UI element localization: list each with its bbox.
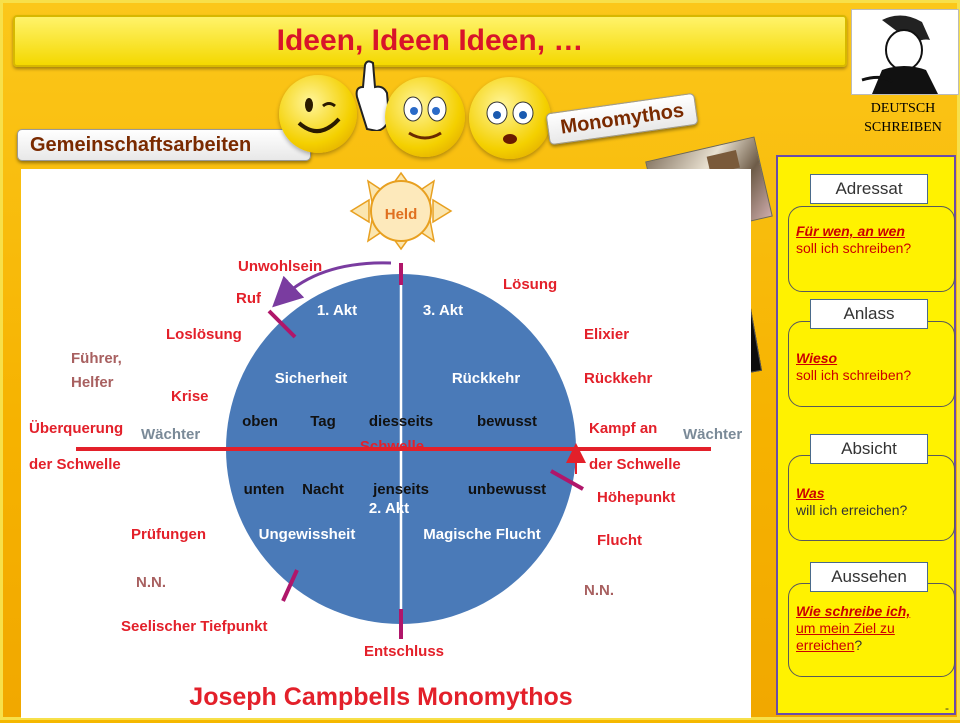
smiley-eyes-icon — [385, 77, 465, 157]
loesung-label: Lösung — [503, 276, 557, 293]
smiley-wink-icon — [279, 75, 357, 153]
oben-label: oben — [242, 413, 278, 430]
sicherheit-label: Sicherheit — [275, 370, 348, 387]
sun-icon — [349, 171, 453, 251]
marker-tiefpunkt — [281, 569, 299, 602]
question-absicht-line1: Was — [796, 485, 825, 501]
waechter-right-label: Wächter — [683, 426, 742, 443]
writer-portrait-image — [851, 9, 959, 95]
question-adressat-line2: soll ich schreiben? — [796, 240, 912, 256]
monomythos-label[interactable]: Monomythos — [545, 92, 699, 146]
smiley-confused-face-icon — [486, 101, 534, 144]
act-1-label: 1. Akt — [317, 302, 357, 319]
question-adressat-line1: Für wen, an wen — [796, 223, 905, 239]
entschluss-label: Entschluss — [364, 643, 444, 660]
nn-left-label: N.N. — [136, 574, 166, 591]
rueckkehr-label: Rückkehr — [584, 370, 653, 387]
writer-caricature-icon — [861, 15, 938, 94]
kampf-label: Kampf an — [589, 420, 657, 437]
question-anlass-line1: Wieso — [796, 350, 838, 366]
tag-absicht[interactable]: Absicht — [810, 434, 928, 464]
unwohlsein-label: Unwohlsein — [238, 258, 322, 275]
waechter-left-label: Wächter — [141, 426, 200, 443]
tag-adressat[interactable]: Adressat — [810, 174, 928, 204]
tag-label: Tag — [310, 413, 336, 430]
schwelle-left-label: der Schwelle — [29, 456, 121, 473]
tag-anlass[interactable]: Anlass — [810, 299, 928, 329]
monomyth-diagram: Held 1. Akt 3. Akt 2. Akt Sicherheit Rüc… — [21, 169, 751, 718]
diesseits-label: diesseits — [369, 413, 433, 430]
nacht-label: Nacht — [302, 481, 344, 498]
writing-questions-panel: Adressat Für wen, an wen soll ich schrei… — [776, 155, 956, 715]
question-aussehen: Wie schreibe ich, um mein Ziel zu erreic… — [796, 603, 956, 654]
ueberquerung-label: Überquerung — [29, 420, 123, 437]
question-aussehen-line1: Wie schreibe ich, — [796, 603, 911, 619]
magische-flucht-label: Magische Flucht — [423, 526, 541, 543]
marker-hoehepunkt — [550, 469, 584, 491]
smiley-confused-icon — [469, 77, 551, 159]
question-aussehen-line2: um mein Ziel zu — [796, 620, 895, 636]
card-absicht — [788, 455, 955, 541]
bewusst-label: bewusst — [477, 413, 537, 430]
card-aussehen — [788, 583, 955, 677]
smiley-face-icon — [297, 98, 341, 133]
question-aussehen-line3: erreichen — [796, 637, 855, 653]
jenseits-label: jenseits — [372, 481, 429, 498]
krise-label: Krise — [171, 388, 209, 405]
ruf-label: Ruf — [236, 290, 262, 307]
unbewusst-label: unbewusst — [468, 481, 546, 498]
question-anlass: Wieso soll ich schreiben? — [796, 350, 956, 384]
page-title: Ideen, Ideen Ideen, … — [276, 24, 584, 57]
smiley-eyes-face-icon — [403, 96, 447, 140]
footnote: - — [945, 701, 949, 715]
unten-label: unten — [244, 481, 285, 498]
nn-right-label: N.N. — [584, 582, 614, 599]
monomyth-svg: Held 1. Akt 3. Akt 2. Akt Sicherheit Rüc… — [29, 171, 742, 711]
brand-line2: SCHREIBEN — [864, 120, 942, 135]
question-aussehen-end: ? — [854, 637, 863, 653]
ruf-arrow — [272, 261, 392, 308]
schwelle-right-label: der Schwelle — [589, 456, 681, 473]
marker-ruf — [267, 309, 297, 339]
rueckkehr-inner-label: Rückkehr — [452, 370, 521, 387]
flucht-label: Flucht — [597, 532, 642, 549]
helfer-label: Helfer — [71, 374, 114, 391]
question-absicht-line2: will ich erreichen? — [796, 502, 908, 518]
question-absicht: Was will ich erreichen? — [796, 485, 956, 519]
diagram-title: Joseph Campbells Monomythos — [189, 683, 572, 711]
elixier-label: Elixier — [584, 326, 629, 343]
hero-label: Held — [385, 206, 418, 223]
hoehepunkt-label: Höhepunkt — [597, 489, 675, 506]
title-bar: Ideen, Ideen Ideen, … — [13, 15, 847, 67]
question-adressat: Für wen, an wen soll ich schreiben? — [796, 223, 956, 257]
card-anlass — [788, 321, 955, 407]
tag-aussehen[interactable]: Aussehen — [810, 562, 928, 592]
gemeinschaftsarbeiten-label[interactable]: Gemeinschaftsarbeiten — [17, 129, 311, 161]
ungewissheit-label: Ungewissheit — [259, 526, 356, 543]
losloesung-label: Loslösung — [166, 326, 242, 343]
pruefungen-label: Prüfungen — [131, 526, 206, 543]
fuehrer-label: Führer, — [71, 350, 122, 367]
card-adressat — [788, 206, 955, 292]
brand-line1: DEUTSCH — [870, 101, 936, 116]
seelischer-tiefpunkt-label: Seelischer Tiefpunkt — [121, 618, 267, 635]
brand-label: DEUTSCH SCHREIBEN — [845, 99, 960, 137]
question-anlass-line2: soll ich schreiben? — [796, 367, 912, 383]
act-2-label: 2. Akt — [369, 500, 409, 517]
schwelle-label: Schwelle — [360, 438, 424, 455]
act-3-label: 3. Akt — [423, 302, 463, 319]
